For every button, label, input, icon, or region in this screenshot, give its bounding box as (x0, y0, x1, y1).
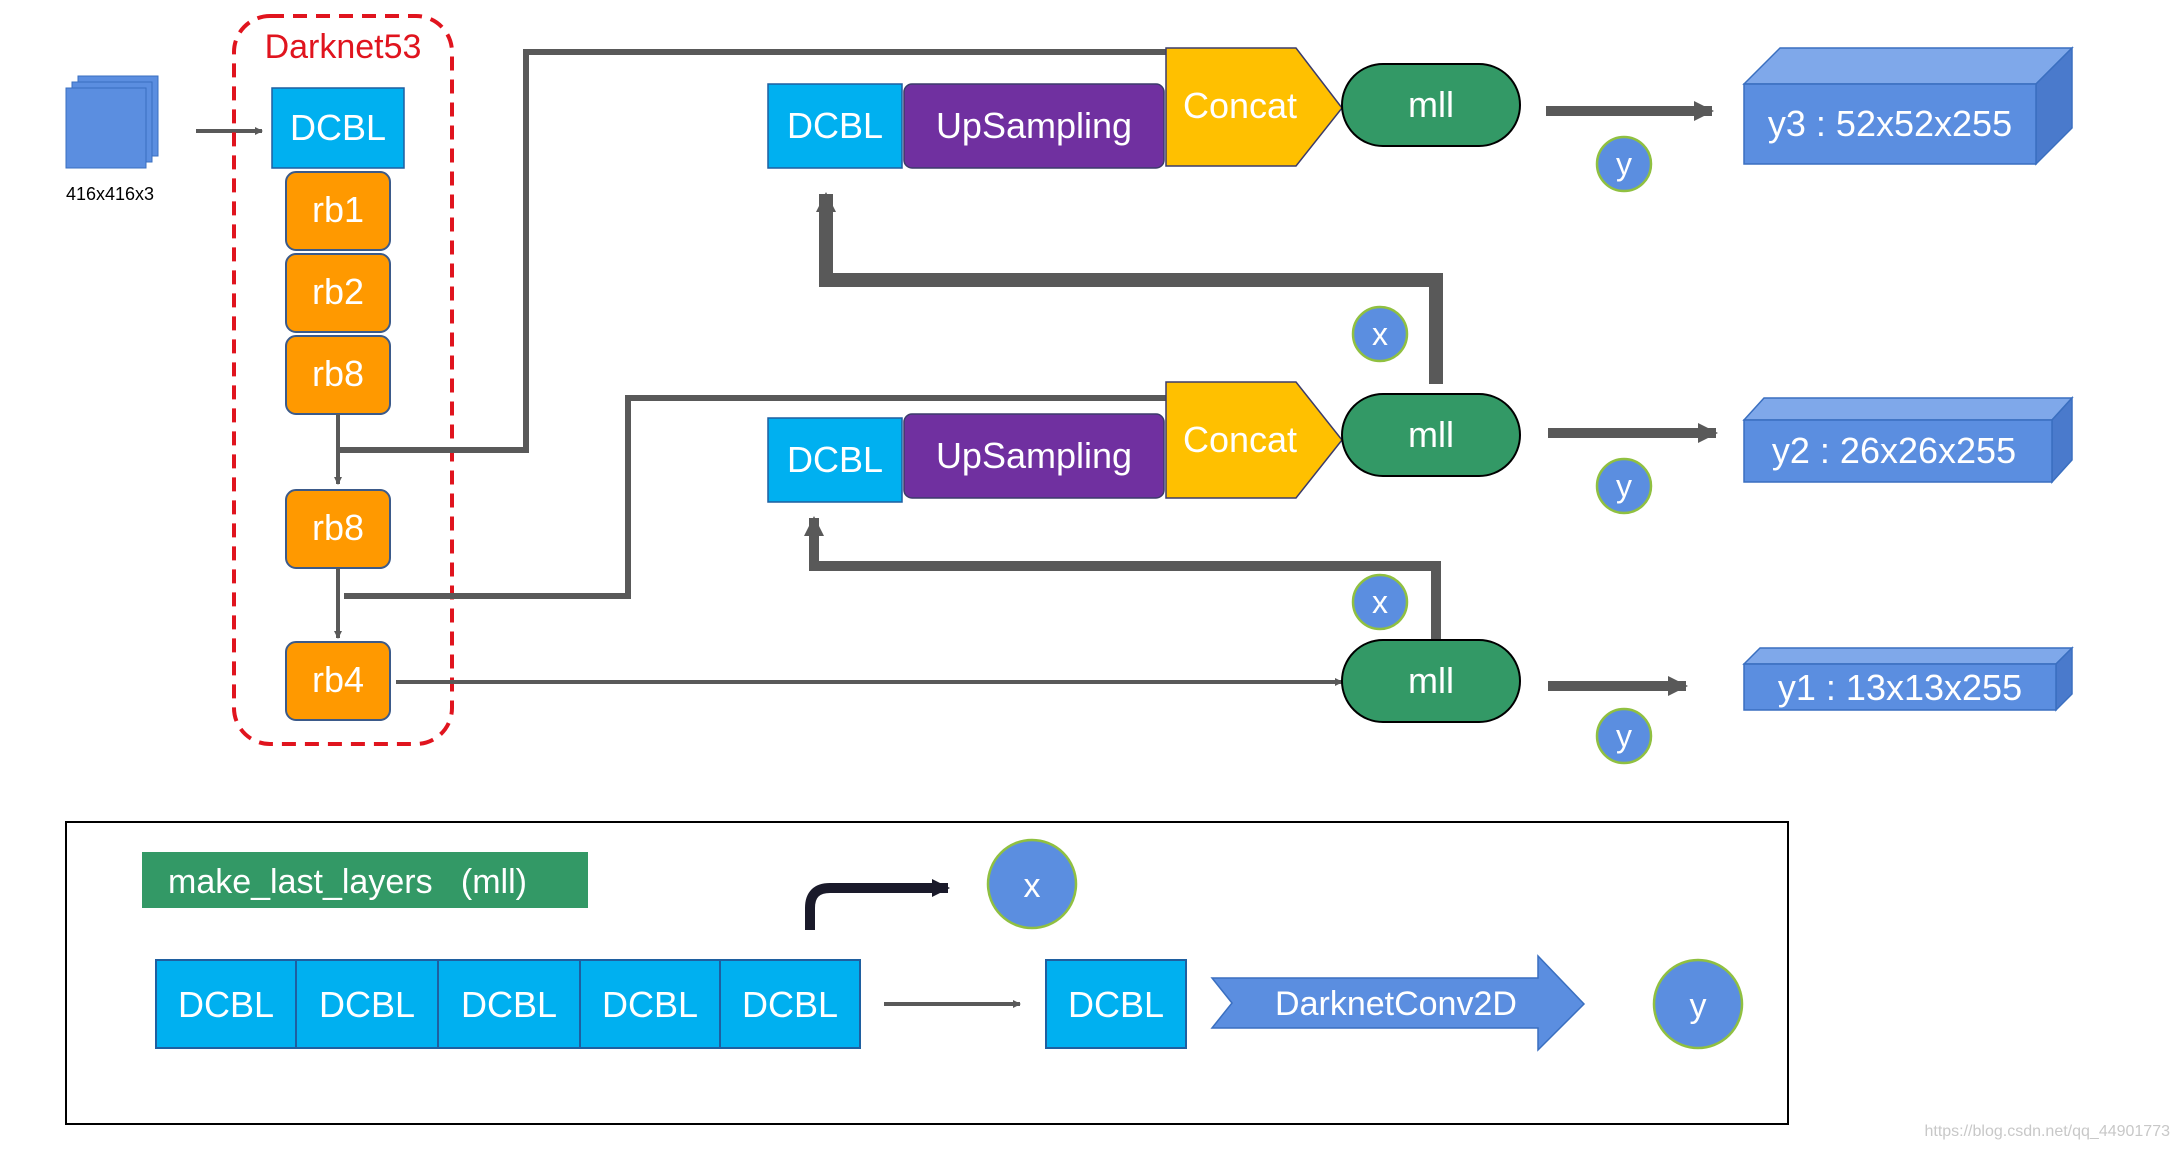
top-concat-label: Concat (1183, 85, 1297, 126)
top-output-label: y3 : 52x52x255 (1768, 103, 2012, 144)
input-image-stack (65, 75, 159, 169)
mll-legend-title: make_last_layers (mll) (168, 863, 527, 901)
chain-dcbl-4-label: DCBL (602, 984, 698, 1025)
middle-mll-block (1341, 393, 1521, 477)
middle-x-circle (1351, 573, 1409, 631)
top-x-circle (1351, 305, 1409, 363)
middle-concat-label: Concat (1183, 419, 1297, 460)
middle-x-label: x (1372, 584, 1388, 620)
chain-dcbl-3-label: DCBL (461, 984, 557, 1025)
feedback-middle-to-top (816, 192, 1443, 384)
rb8-first-label: rb8 (312, 353, 364, 394)
chain-dcbl-2 (295, 959, 439, 1049)
rb1-label: rb1 (312, 189, 364, 230)
bottom-y-circle (1595, 707, 1653, 765)
top-mll-block (1341, 63, 1521, 147)
bottom-mll-label: mll (1408, 660, 1454, 701)
rb2-label: rb2 (312, 271, 364, 312)
rb4-block (285, 641, 391, 721)
chain-dcbl-3 (437, 959, 581, 1049)
top-x-label: x (1372, 316, 1388, 352)
backbone-dcbl-block (271, 87, 405, 169)
bottom-output-label: y1 : 13x13x255 (1778, 667, 2022, 708)
middle-upsampling-label: UpSampling (936, 435, 1132, 476)
legend-y-label: y (1690, 987, 1707, 1025)
legend-y-circle (1652, 958, 1744, 1050)
middle-y-label: y (1616, 468, 1632, 504)
mll-x-branch-arrow (805, 879, 950, 930)
bottom-mll-block (1341, 639, 1521, 723)
middle-concat-block (1165, 381, 1343, 499)
backbone-border (232, 14, 454, 746)
chain-dcbl-2-label: DCBL (319, 984, 415, 1025)
darknetconv2d-arrow (1210, 954, 1586, 1052)
middle-output-tensor (1742, 396, 2074, 484)
middle-dcbl-block (767, 417, 903, 503)
top-mll-label: mll (1408, 84, 1454, 125)
bottom-y-label: y (1616, 718, 1632, 754)
chain-dcbl-1-label: DCBL (178, 984, 274, 1025)
backbone-label: Darknet53 (265, 28, 422, 66)
legend-dcbl-label: DCBL (1068, 984, 1164, 1025)
legend-dcbl-block (1045, 959, 1187, 1049)
top-upsampling-label: UpSampling (936, 105, 1132, 146)
legend-x-label: x (1024, 867, 1041, 905)
input-size-label: 416x416x3 (66, 184, 154, 204)
mll-legend-box (65, 821, 1789, 1125)
route-rb8-to-middle-concat (344, 395, 1170, 599)
middle-upsampling-block (903, 413, 1165, 499)
bottom-output-tensor (1742, 646, 2074, 712)
route-rb8-to-top-concat (338, 49, 1170, 453)
middle-dcbl-label: DCBL (787, 439, 883, 480)
feedback-bottom-to-middle (804, 516, 1441, 640)
top-y-label: y (1616, 146, 1632, 182)
darknetconv2d-label: DarknetConv2D (1275, 985, 1517, 1023)
chain-dcbl-5 (719, 959, 861, 1049)
top-concat-block (1165, 47, 1343, 167)
rb2-block (285, 253, 391, 333)
chain-dcbl-5-label: DCBL (742, 984, 838, 1025)
top-upsampling-block (903, 83, 1165, 169)
watermark-text: https://blog.csdn.net/qq_44901773 (1924, 1123, 2170, 1140)
rb1-block (285, 171, 391, 251)
rb4-label: rb4 (312, 659, 364, 700)
legend-x-circle (986, 838, 1078, 930)
middle-mll-label: mll (1408, 414, 1454, 455)
mll-dcbl-chain (155, 959, 861, 1049)
top-dcbl-block (767, 83, 903, 169)
top-dcbl-label: DCBL (787, 105, 883, 146)
middle-output-label: y2 : 26x26x255 (1772, 430, 2016, 471)
top-y-circle (1595, 135, 1653, 193)
mll-legend-title-bg (142, 852, 588, 908)
chain-dcbl-1 (155, 959, 297, 1049)
backbone-dcbl-label: DCBL (290, 107, 386, 148)
top-output-tensor (1742, 46, 2074, 166)
middle-y-circle (1595, 457, 1653, 515)
rb8-second-label: rb8 (312, 507, 364, 548)
